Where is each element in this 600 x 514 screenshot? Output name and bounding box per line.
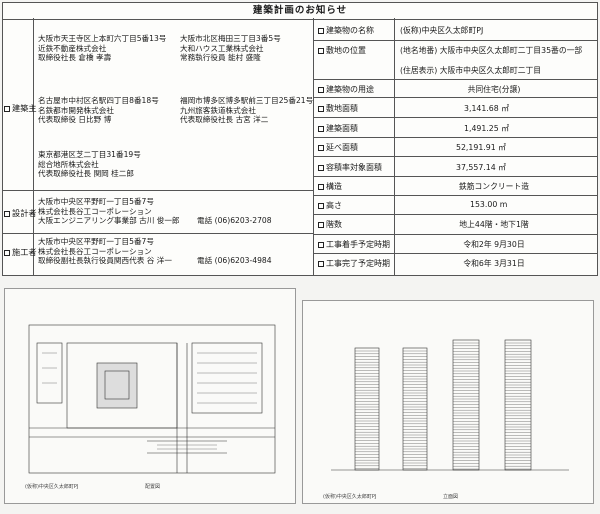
owner-entry-2: 大阪市北区梅田三丁目3番5号大和ハウス工業株式会社常務執行役員 能村 盛隆 [180, 34, 281, 63]
notice-board: 建築計画のお知らせ [2, 2, 598, 276]
col-divider-left [33, 18, 34, 276]
owner-label: 建築主 [4, 102, 37, 114]
row-line [313, 234, 598, 235]
site-area-value: 3,141.68 ㎡ [464, 104, 509, 113]
checkbox-icon [318, 261, 324, 267]
row-line [313, 79, 598, 80]
row-line [313, 176, 598, 177]
elevation-drawing [331, 339, 569, 471]
checkbox-icon [4, 211, 10, 217]
row-line [313, 97, 598, 98]
owner-entry-3: 名古屋市中村区名駅四丁目8番18号名鉄都市開発株式会社代表取締役 日比野 博 [38, 96, 159, 125]
board-title: 建築計画のお知らせ [3, 3, 597, 20]
row-line [313, 40, 598, 41]
site-plan-panel: (仮称)中央区久太郎町PJ 配置図 [4, 288, 296, 504]
checkbox-icon [4, 250, 10, 256]
checkbox-icon [318, 184, 324, 190]
checkbox-icon [318, 28, 324, 34]
checkbox-icon [318, 126, 324, 132]
elevation-project-note: (仮称)中央区久太郎町PJ [323, 494, 377, 500]
row-divider-designer [2, 233, 313, 234]
checkbox-icon [318, 203, 324, 209]
checkbox-icon [318, 242, 324, 248]
far-area-value: 37,557.14 ㎡ [456, 163, 506, 172]
row-line [313, 253, 598, 254]
floor-area-value: 52,191.91 ㎡ [456, 143, 506, 152]
site-lot-value: (地名地番) 大阪市中央区久太郎町二丁目35番の一部 [400, 46, 583, 55]
end-date-label: 工事完了予定時期 [318, 258, 390, 269]
height-value: 153.00 m [470, 200, 508, 209]
site-plan-drawing [28, 324, 276, 474]
floors-value: 地上44階・地下1階 [459, 220, 529, 229]
site-plan-caption: 配置図 [145, 484, 161, 490]
row-line [313, 137, 598, 138]
building-area-label: 建築面積 [318, 123, 358, 134]
building-name-value: (仮称)中央区久太郎町PJ [400, 26, 484, 35]
row-divider-owner [2, 190, 313, 191]
elevation-caption: 立面図 [443, 494, 459, 500]
owner-entry-4: 福岡市博多区博多駅前三丁目25番21号九州旅客鉄道株式会社代表取締役社長 古宮 … [180, 96, 314, 125]
use-label: 建築物の用途 [318, 84, 374, 95]
designer-info: 大阪市中央区平野町一丁目5番7号株式会社長谷工コーポレーション大阪エンジニアリン… [38, 197, 180, 226]
structure-value: 鉄筋コンクリート造 [458, 182, 530, 191]
checkbox-icon [4, 106, 10, 112]
checkbox-icon [318, 165, 324, 171]
building-area-value: 1,491.25 ㎡ [464, 124, 509, 133]
row-line [313, 214, 598, 215]
designer-label: 設計者 [4, 207, 37, 219]
end-date-value: 令和6年 3月31日 [463, 259, 525, 268]
checkbox-icon [318, 222, 324, 228]
designer-tel: 電話 (06)6203-2708 [197, 216, 272, 225]
checkbox-icon [318, 106, 324, 112]
owner-entry-5: 東京都港区芝二丁目31番19号総合地所株式会社代表取締役社長 関岡 桂二郎 [38, 150, 141, 179]
start-date-label: 工事着手予定時期 [318, 239, 390, 250]
row-line [313, 195, 598, 196]
floor-area-label: 延べ面積 [318, 142, 358, 153]
site-plan-project-note: (仮称)中央区久太郎町PJ [25, 484, 79, 490]
height-label: 高さ [318, 200, 342, 211]
elevation-panel: (仮称)中央区久太郎町PJ 立面図 [302, 300, 594, 504]
far-area-label: 容積率対象面積 [318, 162, 382, 173]
site-area-label: 敷地面積 [318, 103, 358, 114]
builder-info: 大阪市中央区平野町一丁目5番7号株式会社長谷工コーポレーション取締役副社長執行役… [38, 237, 172, 266]
row-line [313, 117, 598, 118]
site-location-label: 敷地の位置 [318, 45, 366, 56]
floors-label: 階数 [318, 219, 342, 230]
builder-tel: 電話 (06)6203-4984 [197, 256, 272, 265]
col-divider-right [394, 18, 395, 276]
building-name-label: 建築物の名称 [318, 25, 374, 36]
owner-entry-1: 大阪市天王寺区上本町六丁目5番13号近鉄不動産株式会社取締役社長 倉橋 孝壽 [38, 34, 167, 63]
row-line [313, 156, 598, 157]
checkbox-icon [318, 87, 324, 93]
checkbox-icon [318, 145, 324, 151]
builder-label: 施工者 [4, 246, 37, 258]
start-date-value: 令和2年 9月30日 [463, 240, 525, 249]
site-address-value: (住居表示) 大阪市中央区久太郎町二丁目 [400, 66, 542, 75]
checkbox-icon [318, 48, 324, 54]
structure-label: 構造 [318, 181, 342, 192]
use-value: 共同住宅(分譲) [467, 85, 521, 94]
col-divider-mid [313, 18, 314, 276]
